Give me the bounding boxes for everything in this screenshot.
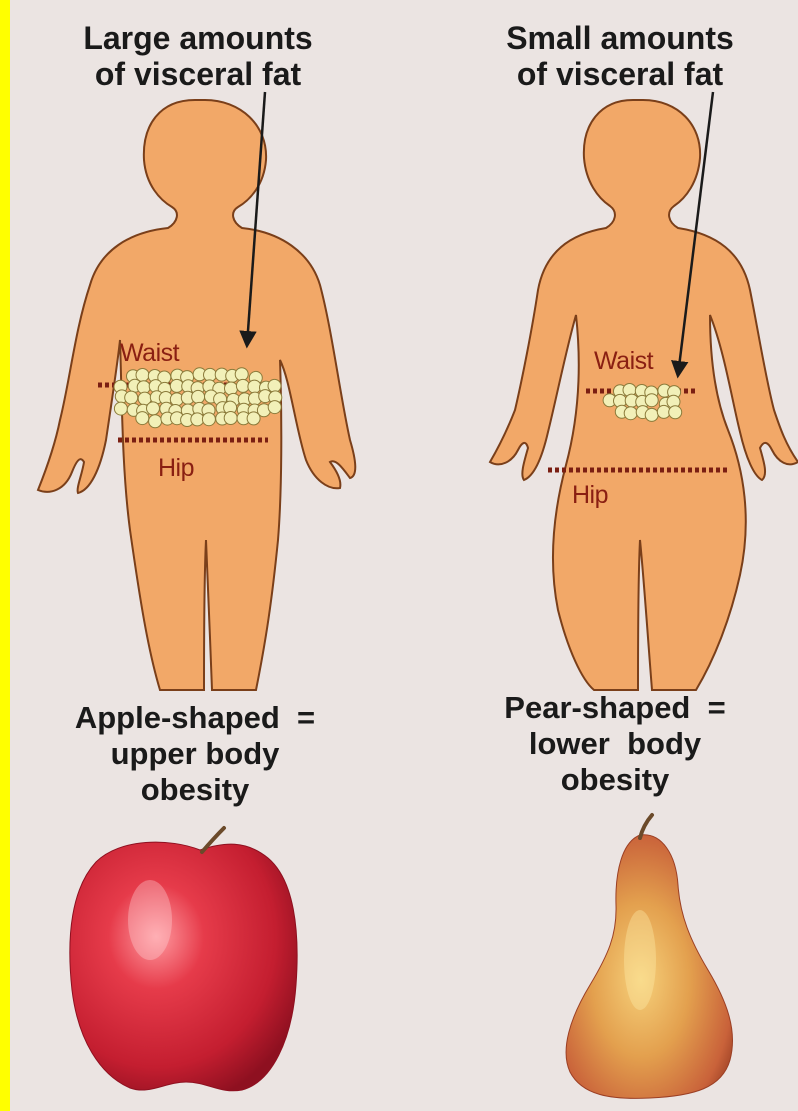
pear-caption-line-2: lower body bbox=[450, 726, 780, 762]
pear-hip-label: Hip bbox=[572, 482, 608, 508]
fat-globule bbox=[645, 394, 658, 407]
fat-globule bbox=[268, 401, 281, 414]
pear-caption-line-1: Pear-shaped = bbox=[450, 690, 780, 726]
fat-globule bbox=[192, 390, 205, 403]
fat-globule bbox=[247, 412, 260, 425]
fat-globule bbox=[645, 408, 658, 421]
fat-globule bbox=[224, 412, 237, 425]
fat-globule bbox=[191, 413, 204, 426]
pear-caption: Pear-shaped = lower body obesity bbox=[450, 690, 780, 798]
fat-globule bbox=[147, 402, 160, 415]
body-shape-diagram bbox=[10, 0, 798, 1111]
pear-caption-line-3: obesity bbox=[450, 762, 780, 798]
apple-caption: Apple-shaped = upper body obesity bbox=[30, 700, 360, 808]
apple-heading-line-2: of visceral fat bbox=[38, 56, 358, 92]
fat-globule bbox=[149, 415, 162, 428]
fat-globule bbox=[136, 412, 149, 425]
apple-hip-label: Hip bbox=[158, 455, 194, 481]
pear-heading-line-1: Small amounts bbox=[460, 20, 780, 56]
apple-heading-line-1: Large amounts bbox=[38, 20, 358, 56]
fat-globule bbox=[225, 382, 238, 395]
pear-picture bbox=[566, 815, 732, 1098]
fat-globule bbox=[624, 407, 637, 420]
apple-caption-line-3: obesity bbox=[30, 772, 360, 808]
apple-picture bbox=[70, 828, 297, 1091]
pear-waist-label: Waist bbox=[594, 348, 653, 374]
fat-globule bbox=[202, 413, 215, 426]
apple-caption-line-2: upper body bbox=[30, 736, 360, 772]
fat-globule bbox=[669, 406, 682, 419]
fat-globule bbox=[125, 391, 138, 404]
pear-heading: Small amounts of visceral fat bbox=[460, 20, 780, 92]
apple-waist-label: Waist bbox=[120, 340, 179, 366]
apple-visceral-fat-cluster bbox=[114, 368, 282, 428]
pear-heading-line-2: of visceral fat bbox=[460, 56, 780, 92]
apple-heading: Large amounts of visceral fat bbox=[38, 20, 358, 92]
illustration-canvas: Large amounts of visceral fat Waist Hip … bbox=[10, 0, 798, 1111]
fat-globule bbox=[248, 380, 261, 393]
fat-globule bbox=[114, 402, 127, 415]
fat-globule bbox=[235, 368, 248, 381]
apple-caption-line-1: Apple-shaped = bbox=[30, 700, 360, 736]
